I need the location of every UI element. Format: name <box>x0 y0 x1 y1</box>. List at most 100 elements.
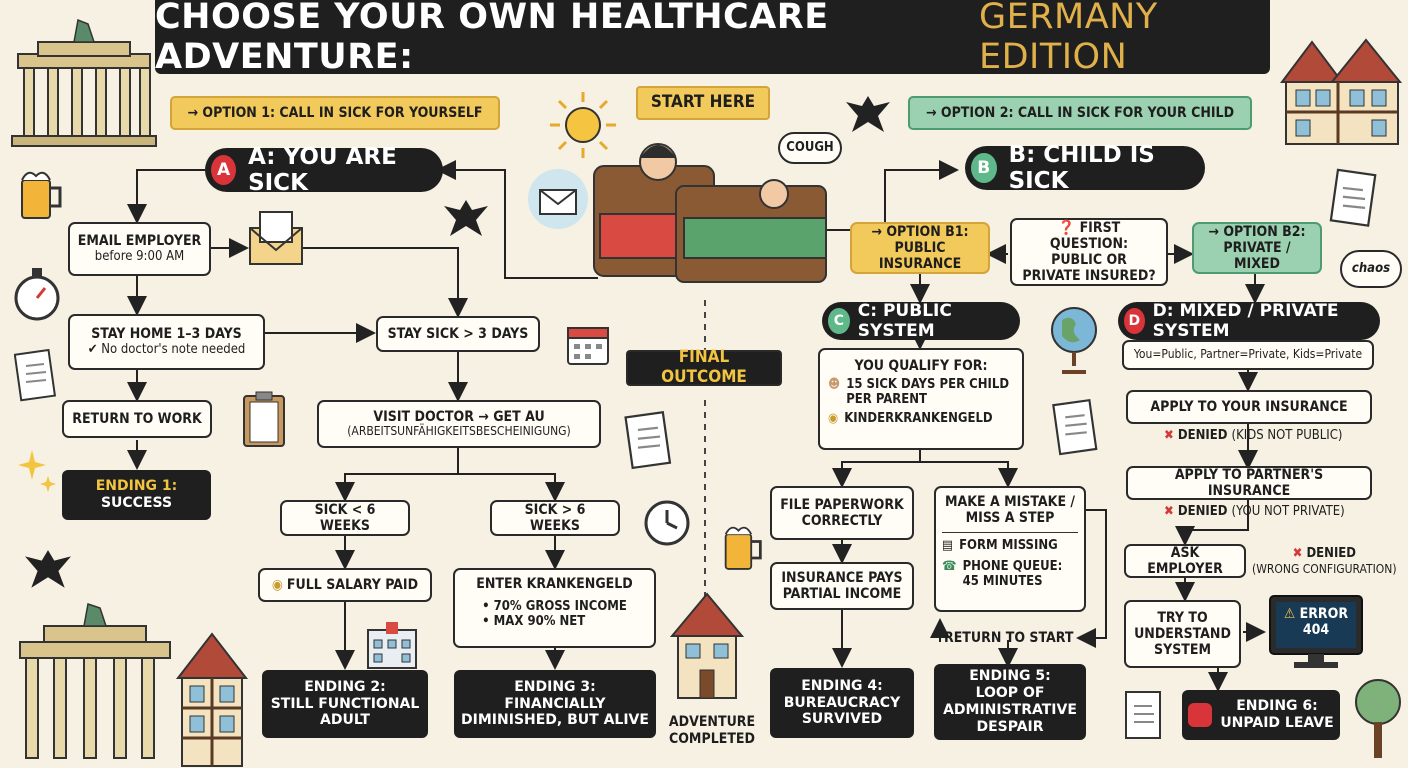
final-outcome-text: FINAL OUTCOME <box>661 347 747 387</box>
return-to-start-text: RETURN TO START <box>944 630 1074 646</box>
denied-3-text: DENIED <box>1306 546 1356 561</box>
stay-home-box: STAY HOME 1–3 DAYS ✔ No doctor's note ne… <box>68 314 265 370</box>
title-accent: GERMANY EDITION <box>978 0 1158 77</box>
sick-under-6-weeks-box: SICK < 6 WEEKS <box>280 500 410 536</box>
document-icon <box>624 410 672 470</box>
return-to-work-text: RETURN TO WORK <box>72 410 202 427</box>
ending-2: ENDING 2: STILL FUNCTIONAL ADULT <box>262 670 428 738</box>
stop-sign-icon <box>1188 703 1213 727</box>
branch-a-header: A A: YOU ARE SICK <box>205 144 443 196</box>
error-screen-text: ⚠ ERROR 404 <box>1282 606 1350 638</box>
document-icon <box>1329 168 1377 227</box>
branch-a-badge: A <box>211 155 237 185</box>
ending-1: ENDING 1: SUCCESS <box>62 470 211 520</box>
krankengeld-bullet-1: • 70% GROSS INCOME <box>482 599 627 615</box>
denied-1-reason: (KIDS NOT PUBLIC) <box>1231 428 1343 443</box>
file-paperwork-text: FILE PAPERWORK CORRECTLY <box>780 496 904 529</box>
clock-icon <box>644 500 690 546</box>
apply-partner-text: APPLY TO PARTNER'S INSURANCE <box>1174 466 1324 499</box>
phone-queue-row: ☎ PHONE QUEUE: 45 MINUTES <box>942 559 1078 590</box>
beer-icon <box>724 526 762 570</box>
file-paperwork-box: FILE PAPERWORK CORRECTLY <box>770 486 914 540</box>
mistake-divider <box>942 532 1078 534</box>
ending-6: ENDING 6: UNPAID LEAVE <box>1182 690 1340 740</box>
ask-employer-box: ASK EMPLOYER <box>1124 544 1246 578</box>
denied-2-note: ✖ DENIED (YOU NOT PRIVATE) <box>1164 504 1345 519</box>
beer-icon <box>21 171 62 219</box>
ending-2-title: ENDING 2: <box>304 678 386 695</box>
email-employer-title: EMAIL EMPLOYER <box>77 233 202 250</box>
apply-your-insurance-text: APPLY TO YOUR INSURANCE <box>1150 398 1348 415</box>
mixed-setup-box: You=Public, Partner=Private, Kids=Privat… <box>1122 340 1374 370</box>
form-missing-row: ▤ FORM MISSING <box>942 538 1058 554</box>
first-question-line2: PUBLIC OR <box>1051 252 1127 268</box>
qualify-item-2: ◉ KINDERKRANKENGELD <box>828 411 993 427</box>
option-b2-line2: PRIVATE / MIXED <box>1223 239 1291 273</box>
stopwatch-icon <box>14 268 60 321</box>
branch-d-header: D D: MIXED / PRIVATE SYSTEM <box>1118 301 1380 341</box>
email-employer-sub: before 9:00 AM <box>94 248 185 264</box>
krankengeld-bullet-2: • MAX 90% NET <box>482 614 586 630</box>
adventure-completed-label: ADVENTURE COMPLETED <box>660 714 764 748</box>
ending-6-sub: UNPAID LEAVE <box>1220 715 1334 731</box>
visit-doctor-sub: (ARBEITSUNFÄHIGKEITSBESCHEINIGUNG) <box>347 424 571 439</box>
branch-d-badge: D <box>1124 308 1145 334</box>
branch-c-label: C: PUBLIC SYSTEM <box>857 301 952 341</box>
x-icon: ✖ <box>1292 546 1303 561</box>
option-2-text: → OPTION 2: CALL IN SICK FOR YOUR CHILD <box>925 104 1235 121</box>
clipboard-icon <box>243 391 285 447</box>
branch-d-label: D: MIXED / PRIVATE SYSTEM <box>1152 301 1339 341</box>
return-to-work-box: RETURN TO WORK <box>62 400 212 438</box>
ask-employer-text: ASK EMPLOYER <box>1147 544 1223 577</box>
ending-2-sub: STILL FUNCTIONAL ADULT <box>270 695 420 729</box>
half-timbered-house-icon <box>669 592 745 699</box>
krankengeld-bullets: • 70% GROSS INCOME • MAX 90% NET <box>482 599 627 630</box>
branch-c-badge: C <box>828 308 850 334</box>
cough-text: COUGH <box>786 139 834 155</box>
option-b1-line2: PUBLIC INSURANCE <box>878 239 962 273</box>
sick-over-6-text: SICK > 6 WEEKS <box>524 501 586 534</box>
try-understand-text: TRY TO UNDERSTAND SYSTEM <box>1134 609 1231 659</box>
first-question-line1: ❓ FIRST QUESTION: <box>1018 220 1160 252</box>
visit-doctor-box: VISIT DOCTOR → GET AU (ARBEITSUNFÄHIGKEI… <box>317 400 601 448</box>
eagle-icon <box>846 96 890 132</box>
option-b1-line1: → OPTION B1: <box>871 223 969 240</box>
ending-6-title: ENDING 6: <box>1236 698 1318 715</box>
visit-doctor-title: VISIT DOCTOR → GET AU <box>373 409 545 426</box>
start-here-label: START HERE <box>636 86 770 120</box>
branch-b-header: B B: CHILD IS SICK <box>965 142 1205 194</box>
denied-3-note: ✖ DENIED (WRONG CONFIGURATION) <box>1252 546 1397 577</box>
option-b1-box: → OPTION B1: PUBLIC INSURANCE <box>850 222 990 274</box>
final-outcome-label: FINAL OUTCOME <box>626 347 782 387</box>
option-b2-box: → OPTION B2: PRIVATE / MIXED <box>1192 222 1322 274</box>
eagle-icon <box>25 550 71 588</box>
branch-b-label: B: CHILD IS SICK <box>1008 142 1155 194</box>
you-qualify-title: YOU QUALIFY FOR: <box>854 358 988 374</box>
option-1-banner: → OPTION 1: CALL IN SICK FOR YOURSELF <box>170 96 500 130</box>
ending-6-text: ENDING 6: UNPAID LEAVE <box>1220 698 1333 732</box>
option-1-text: → OPTION 1: CALL IN SICK FOR YOURSELF <box>187 104 483 121</box>
calendar-icon <box>567 327 609 365</box>
x-icon: ✖ <box>1164 428 1174 443</box>
ending-4-sub: BUREAUCRACY SURVIVED <box>783 694 901 728</box>
denied-3-reason: (WRONG CONFIGURATION) <box>1252 562 1397 577</box>
ending-1-title: ENDING 1: <box>95 478 178 495</box>
try-understand-box: TRY TO UNDERSTAND SYSTEM <box>1124 600 1241 668</box>
sun-icon <box>550 92 616 158</box>
brandenburg-gate-icon <box>11 18 157 147</box>
qualify-item-1-text: 15 SICK DAYS PER CHILD PER PARENT <box>846 377 1010 408</box>
make-mistake-text: MAKE A MISTAKE / MISS A STEP <box>944 494 1076 527</box>
option-b2-line1: → OPTION B2: <box>1208 223 1306 240</box>
document-icon <box>1125 691 1161 739</box>
stay-home-sub: ✔ No doctor's note needed <box>87 341 246 357</box>
denied-2-text: DENIED <box>1177 504 1228 519</box>
form-missing-text: FORM MISSING <box>959 538 1058 554</box>
bed-icon <box>593 143 827 283</box>
chaos-text: chaos <box>1351 260 1391 276</box>
title-main: CHOOSE YOUR OWN HEALTHCARE ADVENTURE: <box>155 0 829 77</box>
insurance-pays-box: INSURANCE PAYS PARTIAL INCOME <box>770 562 914 610</box>
make-mistake-box: MAKE A MISTAKE / MISS A STEP ▤ FORM MISS… <box>934 486 1086 612</box>
ending-3: ENDING 3: FINANCIALLY DIMINISHED, BUT AL… <box>454 670 656 738</box>
start-here-text: START HERE <box>650 92 756 113</box>
